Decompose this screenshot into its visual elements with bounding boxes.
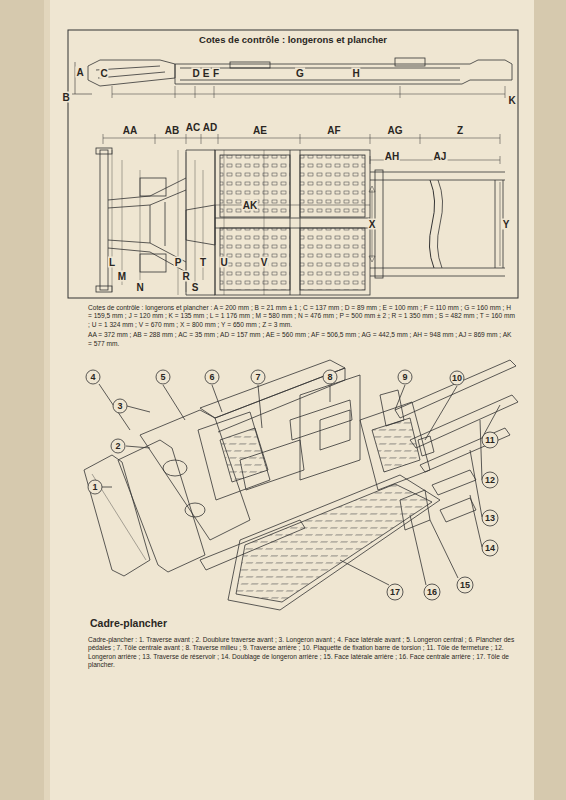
dimension-letter: C	[99, 68, 108, 79]
dimension-letter: L	[108, 257, 116, 268]
dimension-letter: K	[507, 95, 516, 106]
dimension-letter: AD	[202, 122, 218, 133]
dimension-letter: Z	[456, 125, 464, 136]
dimension-letter: Y	[502, 219, 511, 230]
section-heading: Cadre-plancher	[90, 617, 167, 629]
dimension-letter: AF	[326, 125, 341, 136]
callout-number: 4	[85, 372, 101, 382]
dimension-letter: M	[117, 271, 127, 282]
dimension-note: Cotes de contrôle : longerons et planche…	[88, 304, 516, 329]
callout-number: 17	[387, 587, 403, 597]
callout-number: 8	[322, 372, 338, 382]
dimension-letter: U	[219, 257, 228, 268]
callout-number: 10	[449, 373, 465, 383]
dimension-note: AA = 372 mm ; AB = 288 mm ; AC = 35 mm ;…	[88, 331, 516, 348]
dimension-letter: R	[181, 271, 190, 282]
callout-number: 15	[457, 580, 473, 590]
callout-number: 1	[87, 482, 103, 492]
dimension-letter: AB	[164, 125, 180, 136]
dimension-letter: E	[202, 68, 211, 79]
callout-number: 9	[397, 372, 413, 382]
parts-caption: Cadre-plancher : 1. Traverse avant ; 2. …	[88, 636, 516, 670]
sheet-title: Cotes de contrôle : longerons et planche…	[199, 34, 387, 45]
callout-number: 6	[204, 372, 220, 382]
callout-number: 12	[482, 475, 498, 485]
dimension-letter: F	[212, 68, 220, 79]
dimension-letter: V	[260, 257, 269, 268]
dimension-letter: N	[135, 282, 144, 293]
callout-number: 2	[110, 441, 126, 451]
dimension-letter: S	[191, 282, 200, 293]
callout-number: 5	[155, 372, 171, 382]
dimension-letter: AJ	[433, 151, 448, 162]
callout-number: 16	[424, 587, 440, 597]
dimension-letter: AG	[387, 125, 404, 136]
dimension-letter: AE	[252, 125, 268, 136]
callout-number: 13	[482, 513, 498, 523]
dimension-letter: AH	[384, 151, 400, 162]
dimension-letter: P	[174, 257, 183, 268]
dimension-letter: A	[75, 67, 84, 78]
dimension-letter: D	[191, 68, 200, 79]
dimension-letter: G	[295, 68, 305, 79]
dimension-letter: AC	[185, 122, 201, 133]
callout-number: 14	[482, 543, 498, 553]
callout-number: 11	[482, 435, 498, 445]
dimension-letter: B	[61, 92, 70, 103]
dimension-letter: X	[368, 219, 377, 230]
dimension-letter: AA	[122, 125, 138, 136]
dimension-letter: T	[199, 257, 207, 268]
dimension-letter: H	[351, 68, 360, 79]
dimension-letter: AK	[242, 200, 258, 211]
callout-number: 7	[250, 372, 266, 382]
callout-number: 3	[112, 401, 128, 411]
